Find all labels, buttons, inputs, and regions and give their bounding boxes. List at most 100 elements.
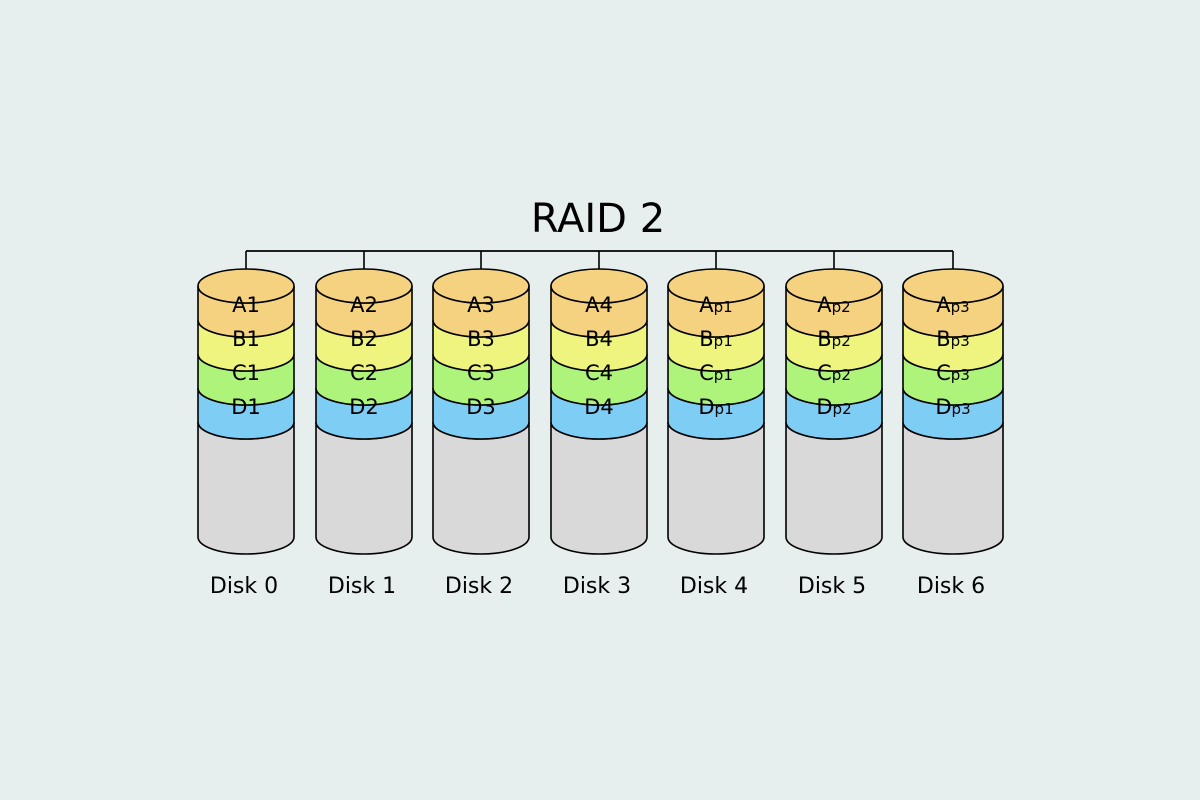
disk-name-label: Disk 3 <box>563 574 631 599</box>
diagram-title: RAID 2 <box>530 196 666 242</box>
block-label-base: B <box>232 327 246 351</box>
disk-top-cap <box>315 268 413 304</box>
block-label-index: 1 <box>247 395 260 419</box>
block-label-index: p2 <box>833 400 852 418</box>
block-label-index: 1 <box>247 327 260 351</box>
block-label-index: p2 <box>832 332 851 350</box>
block-label-index: 1 <box>247 361 260 385</box>
block-label-index: p1 <box>714 332 733 350</box>
disk-body <box>197 421 295 555</box>
block-label-index: 2 <box>365 361 378 385</box>
block-label: A2 <box>350 293 378 317</box>
block-label: Dp2 <box>816 395 851 419</box>
disk-body <box>667 421 765 555</box>
block-label: Bp1 <box>699 327 733 351</box>
block-label-base: B <box>350 327 364 351</box>
block-label-base: A <box>817 293 832 317</box>
block-label: B3 <box>467 327 495 351</box>
block-label: Cp1 <box>699 361 733 385</box>
block-label: C4 <box>585 361 613 385</box>
block-label: B2 <box>350 327 378 351</box>
block-label: B1 <box>232 327 260 351</box>
disk-top-cap <box>197 268 295 304</box>
block-label: A3 <box>467 293 495 317</box>
block-label: Bp2 <box>817 327 851 351</box>
block-label-index: 3 <box>482 361 495 385</box>
block-label-base: A <box>350 293 365 317</box>
block-label-index: 3 <box>482 395 495 419</box>
block-label-base: A <box>232 293 247 317</box>
block-label: D2 <box>349 395 379 419</box>
block-label-base: D <box>816 395 832 419</box>
block-label-base: A <box>936 293 951 317</box>
block-label: C1 <box>232 361 260 385</box>
block-label-index: p3 <box>952 400 971 418</box>
block-label-index: 4 <box>600 395 613 419</box>
block-label-index: p2 <box>832 366 851 384</box>
disk-name-label: Disk 0 <box>210 574 278 599</box>
block-label: D3 <box>466 395 496 419</box>
disk-name-label: Disk 1 <box>328 574 396 599</box>
disk-name-label: Disk 2 <box>445 574 513 599</box>
block-label-index: 4 <box>600 327 613 351</box>
block-label: Ap3 <box>936 293 969 317</box>
block-label-base: C <box>232 361 247 385</box>
block-label-base: C <box>817 361 832 385</box>
block-label: Cp3 <box>936 361 970 385</box>
disk-top-cap <box>432 268 530 304</box>
block-label: D1 <box>231 395 261 419</box>
block-label-base: B <box>936 327 950 351</box>
block-label-base: C <box>350 361 365 385</box>
block-label: A4 <box>585 293 613 317</box>
block-label: D4 <box>584 395 614 419</box>
disk-top-cap <box>902 268 1004 304</box>
block-label-index: 2 <box>365 293 378 317</box>
block-label-index: 3 <box>482 327 495 351</box>
disk-body <box>902 421 1004 555</box>
block-label-index: p1 <box>714 366 733 384</box>
block-label: Dp1 <box>698 395 733 419</box>
block-label: Dp3 <box>935 395 970 419</box>
block-label-base: C <box>467 361 482 385</box>
block-label-index: 4 <box>600 293 613 317</box>
block-label: Ap1 <box>699 293 732 317</box>
block-label-base: B <box>699 327 713 351</box>
block-label-index: p2 <box>832 298 851 316</box>
block-label: C2 <box>350 361 378 385</box>
block-label-base: C <box>936 361 951 385</box>
block-label-base: D <box>698 395 714 419</box>
block-label-base: D <box>231 395 247 419</box>
disk-body <box>550 421 648 555</box>
disk-name-label: Disk 4 <box>680 574 748 599</box>
block-label-index: 2 <box>365 395 378 419</box>
block-label: B4 <box>585 327 613 351</box>
disk-body <box>785 421 883 555</box>
block-label-index: 3 <box>482 293 495 317</box>
disk-top-cap <box>550 268 648 304</box>
block-label-base: D <box>466 395 482 419</box>
block-label-index: 2 <box>365 327 378 351</box>
block-label: Bp3 <box>936 327 970 351</box>
block-label-index: p1 <box>714 298 733 316</box>
block-label-index: 4 <box>600 361 613 385</box>
block-label-index: p1 <box>715 400 734 418</box>
block-label-base: A <box>467 293 482 317</box>
block-label-base: A <box>699 293 714 317</box>
disk-top-cap <box>785 268 883 304</box>
disk-name-label: Disk 6 <box>917 574 985 599</box>
block-label-base: C <box>699 361 714 385</box>
block-label-index: 1 <box>247 293 260 317</box>
block-label-base: D <box>584 395 600 419</box>
block-label-index: p3 <box>951 366 970 384</box>
block-label-index: p3 <box>951 298 970 316</box>
disk-body <box>432 421 530 555</box>
